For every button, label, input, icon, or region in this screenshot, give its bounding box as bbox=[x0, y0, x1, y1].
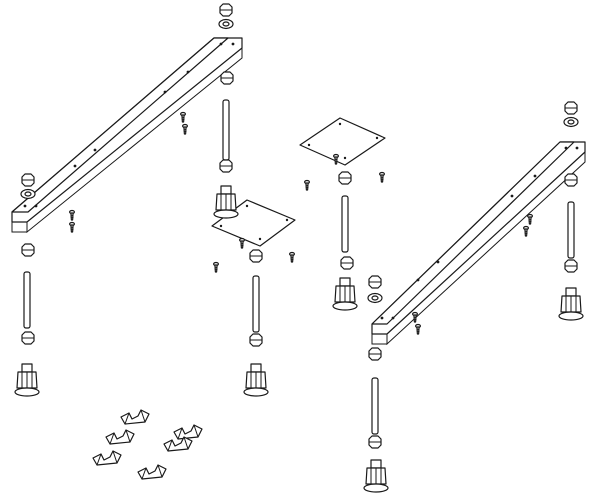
right-rail bbox=[371, 141, 586, 346]
mounting-plate-top bbox=[299, 117, 386, 166]
clips bbox=[92, 409, 203, 480]
threaded-rods bbox=[23, 99, 575, 435]
left-rail bbox=[11, 37, 243, 234]
washers bbox=[20, 18, 579, 304]
